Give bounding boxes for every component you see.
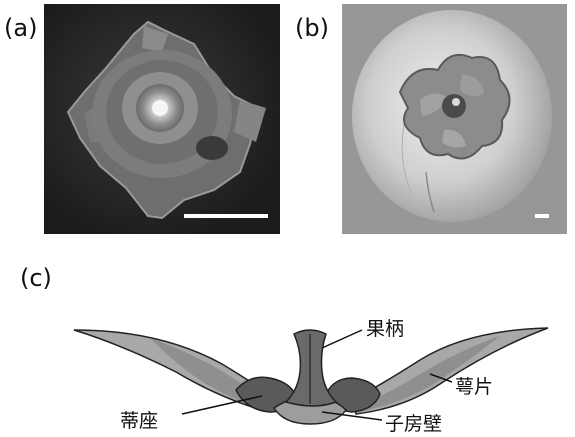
persimmon-photo [342,4,567,234]
calyx-photo [44,4,280,234]
panel-label-a: (a) [4,14,37,42]
label-fruit-stalk: 果柄 [366,314,404,341]
panel-label-c: (c) [20,264,52,292]
leader-stalk [322,330,362,348]
fruit-stalk [286,330,336,406]
panel-label-b: (b) [295,14,329,42]
label-ovary-wall: 子房壁 [385,409,442,436]
calyx-cross-section-diagram [0,300,575,437]
label-sepal: 萼片 [455,372,493,399]
label-receptacle: 蒂座 [120,406,158,433]
